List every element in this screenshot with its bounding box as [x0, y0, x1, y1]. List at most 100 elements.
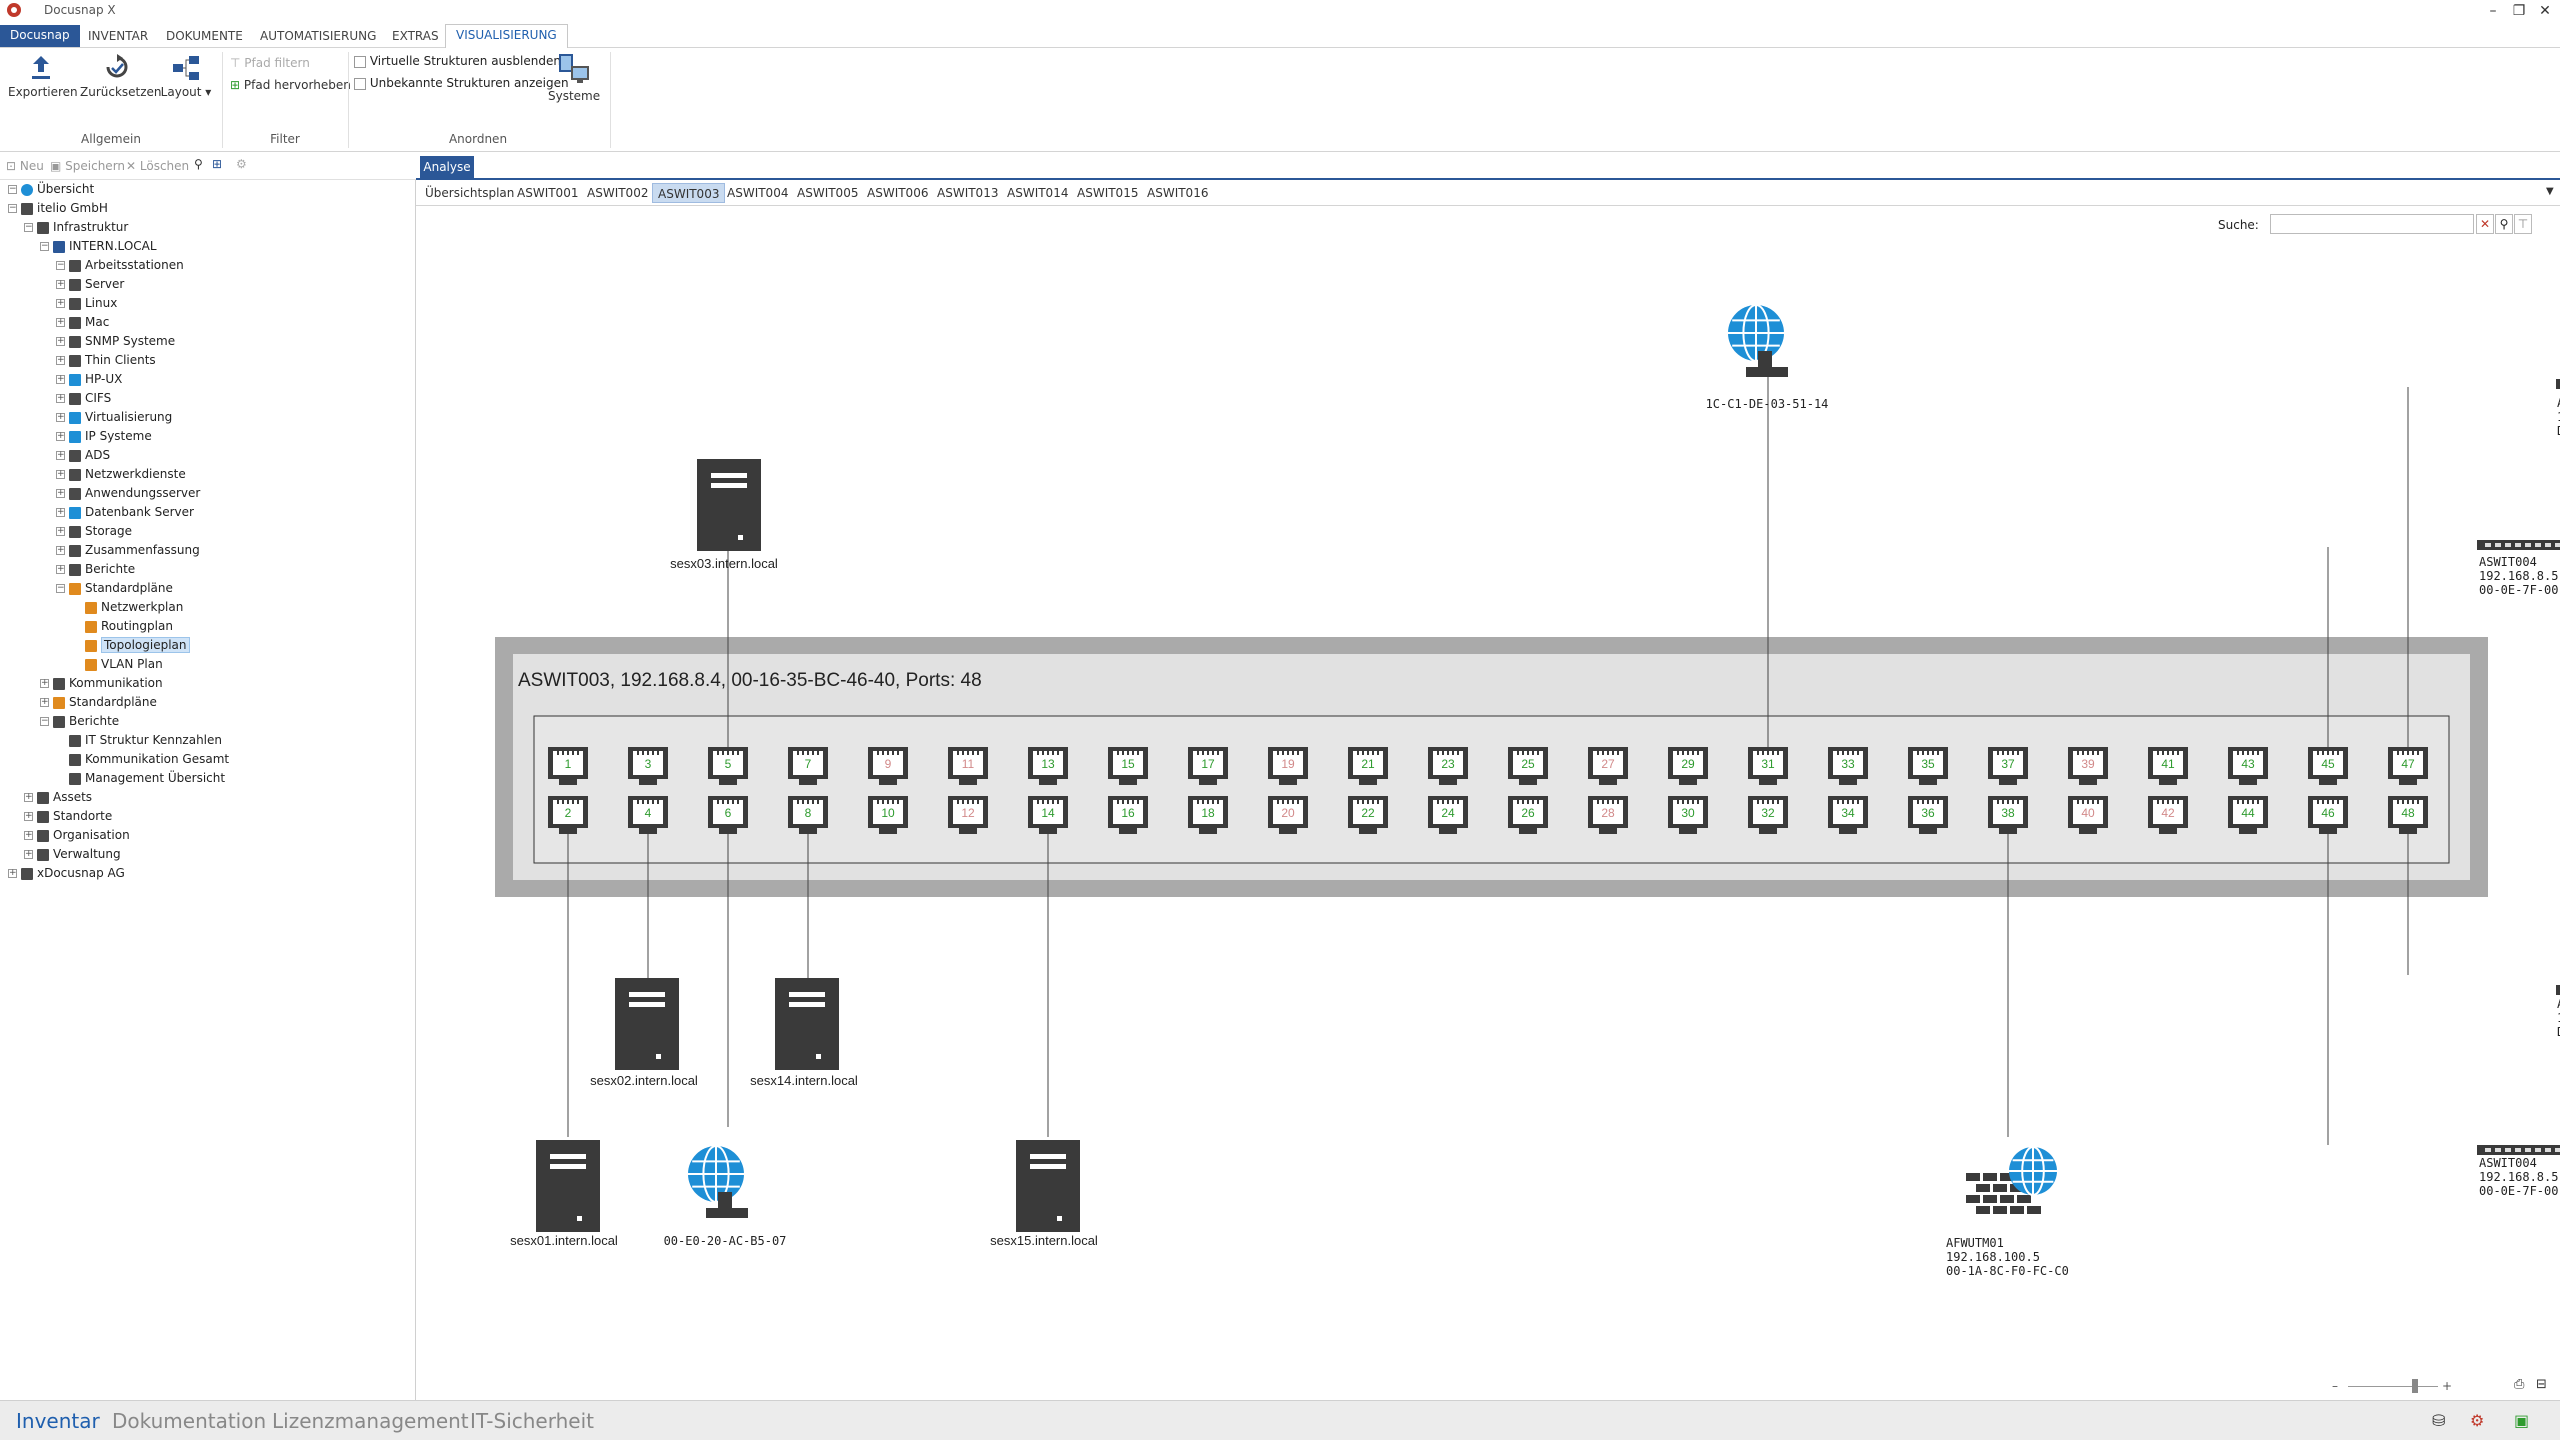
expand-icon[interactable]: +: [56, 355, 65, 365]
tree-item[interactable]: +Verwaltung: [24, 845, 121, 864]
gear-icon[interactable]: ⚙: [236, 157, 247, 171]
tree-item[interactable]: −Arbeitsstationen: [56, 256, 184, 275]
tab-extras[interactable]: EXTRAS: [392, 29, 439, 43]
tree-item[interactable]: −Infrastruktur: [24, 218, 128, 237]
zoom-slider-thumb[interactable]: [2412, 1379, 2418, 1393]
expand-icon[interactable]: +: [56, 431, 65, 441]
doc-tab-aswit005[interactable]: ASWIT005: [797, 186, 859, 200]
tree-item[interactable]: +Datenbank Server: [56, 503, 194, 522]
database-icon[interactable]: ⛁: [2432, 1411, 2446, 1430]
expand-icon[interactable]: +: [56, 393, 65, 403]
tree-item[interactable]: Routingplan: [72, 617, 173, 636]
tree-item[interactable]: +Assets: [24, 788, 92, 807]
tree-item[interactable]: +Berichte: [56, 560, 135, 579]
zoom-out-button[interactable]: –: [2332, 1379, 2338, 1393]
tree-item[interactable]: +Anwendungsserver: [56, 484, 200, 503]
tree-item[interactable]: Topologieplan: [72, 636, 190, 655]
collapse-icon[interactable]: −: [8, 203, 17, 213]
tree-item[interactable]: +Storage: [56, 522, 132, 541]
expand-icon[interactable]: +: [24, 811, 33, 821]
status-ok-icon[interactable]: ▣: [2514, 1411, 2530, 1430]
status-tab-lizenzmanagement[interactable]: Lizenzmanagement: [272, 1409, 469, 1433]
tabs-dropdown-icon[interactable]: ▼: [2546, 186, 2554, 197]
tree-item[interactable]: +HP-UX: [56, 370, 122, 389]
search-input[interactable]: [2270, 214, 2474, 234]
search-icon[interactable]: ⚲: [2495, 214, 2513, 234]
tree-item[interactable]: +xDocusnap AG: [8, 864, 125, 883]
clear-search-icon[interactable]: ✕: [2476, 214, 2494, 234]
tree-item[interactable]: +CIFS: [56, 389, 111, 408]
expand-icon[interactable]: +: [56, 469, 65, 479]
tree-item[interactable]: −Berichte: [40, 712, 119, 731]
tree-item[interactable]: +Organisation: [24, 826, 130, 845]
doc-tab-aswit006[interactable]: ASWIT006: [867, 186, 929, 200]
tab-visualisierung[interactable]: VISUALISIERUNG: [445, 24, 568, 50]
collapse-icon[interactable]: −: [40, 241, 49, 251]
tree-item[interactable]: +Netzwerkdienste: [56, 465, 186, 484]
expand-icon[interactable]: +: [40, 678, 49, 688]
tree-item[interactable]: +Standardpläne: [40, 693, 157, 712]
tree-item[interactable]: VLAN Plan: [72, 655, 163, 674]
expand-icon[interactable]: +: [56, 374, 65, 384]
doc-tab-aswit016[interactable]: ASWIT016: [1147, 186, 1209, 200]
collapse-icon[interactable]: −: [56, 260, 65, 270]
tree-item[interactable]: +IP Systeme: [56, 427, 152, 446]
tree-item[interactable]: +Mac: [56, 313, 109, 332]
expand-icon[interactable]: +: [56, 507, 65, 517]
tab-inventar[interactable]: INVENTAR: [88, 29, 149, 43]
connection-icon[interactable]: ⚙: [2470, 1411, 2485, 1430]
tab-docusnap[interactable]: Docusnap: [0, 25, 80, 47]
doc-tab-aswit013[interactable]: ASWIT013: [937, 186, 999, 200]
tree-item[interactable]: Kommunikation Gesamt: [56, 750, 229, 769]
search-tree-icon[interactable]: ⚲: [194, 157, 203, 171]
doc-tab-aswit015[interactable]: ASWIT015: [1077, 186, 1139, 200]
print-icon[interactable]: ⎙: [2514, 1377, 2525, 1392]
expand-icon[interactable]: +: [24, 792, 33, 802]
tree-item[interactable]: +ADS: [56, 446, 110, 465]
hide-virtual-checkbox[interactable]: Virtuelle Strukturen ausblenden: [354, 54, 561, 68]
checkbox-unchecked[interactable]: [354, 55, 366, 68]
analysis-tab[interactable]: Analyse: [420, 156, 474, 178]
zoom-in-button[interactable]: +: [2442, 1379, 2453, 1393]
tree-item[interactable]: +Virtualisierung: [56, 408, 172, 427]
expand-icon[interactable]: +: [56, 279, 65, 289]
doc-tab-aswit003[interactable]: ASWIT003: [652, 183, 726, 203]
tree-item[interactable]: IT Struktur Kennzahlen: [56, 731, 222, 750]
expand-icon[interactable]: +: [56, 564, 65, 574]
tree-item[interactable]: +Kommunikation: [40, 674, 163, 693]
tree-item[interactable]: −Übersicht: [8, 180, 94, 199]
expand-icon[interactable]: +: [56, 336, 65, 346]
expand-icon[interactable]: +: [56, 488, 65, 498]
doc-tab-aswit002[interactable]: ASWIT002: [587, 186, 649, 200]
delete-button[interactable]: ✕ Löschen: [126, 159, 190, 173]
tab-dokumente[interactable]: DOKUMENTE: [166, 29, 243, 43]
status-tab-it-sicherheit[interactable]: IT-Sicherheit: [470, 1409, 594, 1433]
close-button[interactable]: ✕: [2539, 3, 2551, 19]
expand-icon[interactable]: +: [24, 830, 33, 840]
status-tab-dokumentation[interactable]: Dokumentation: [112, 1409, 267, 1433]
tree-item[interactable]: −INTERN.LOCAL: [40, 237, 157, 256]
tree-item[interactable]: −itelio GmbH: [8, 199, 108, 218]
zoom-slider-track[interactable]: [2348, 1386, 2438, 1387]
fit-icon[interactable]: ⊟: [2536, 1377, 2547, 1392]
expand-icon[interactable]: +: [56, 545, 65, 555]
tree-item[interactable]: +Linux: [56, 294, 117, 313]
expand-icon[interactable]: +: [40, 697, 49, 707]
collapse-icon[interactable]: −: [24, 222, 33, 232]
collapse-icon[interactable]: −: [40, 716, 49, 726]
tree-item[interactable]: +Server: [56, 275, 124, 294]
collapse-icon[interactable]: −: [56, 583, 65, 593]
reset-button[interactable]: Zurücksetzen: [80, 54, 162, 99]
checkbox-unchecked[interactable]: [354, 77, 366, 90]
filter-icon[interactable]: ⊤: [2514, 214, 2532, 234]
systems-button[interactable]: Systeme: [548, 52, 600, 103]
expand-icon[interactable]: +: [56, 317, 65, 327]
doc-tab-übersichtsplan[interactable]: Übersichtsplan: [425, 186, 515, 200]
save-button[interactable]: ▣ Speichern: [50, 159, 126, 173]
doc-tab-aswit004[interactable]: ASWIT004: [727, 186, 789, 200]
tree-item[interactable]: Management Übersicht: [56, 769, 225, 788]
expand-icon[interactable]: +: [56, 412, 65, 422]
restore-button[interactable]: ❐: [2512, 3, 2526, 19]
expand-icon[interactable]: +: [24, 849, 33, 859]
tree-item[interactable]: +SNMP Systeme: [56, 332, 175, 351]
